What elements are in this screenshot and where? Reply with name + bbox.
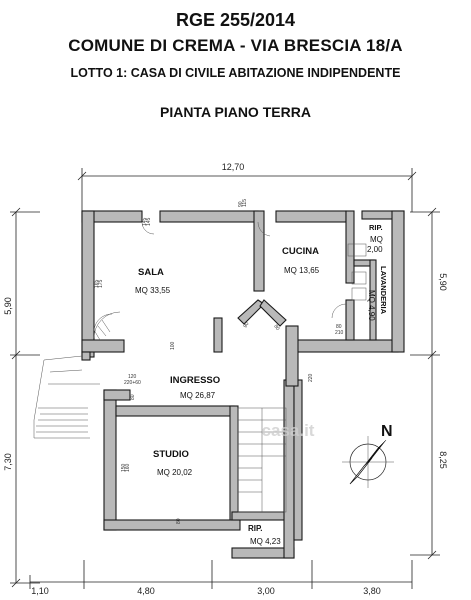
room-sala-area: MQ 33,55 [135, 286, 171, 295]
north-compass: N [342, 423, 394, 488]
room-ingresso-area: MQ 26,87 [180, 391, 216, 400]
dim-left-upper: 5,90 [3, 297, 13, 315]
room-rip-top-name: RIP. [369, 223, 383, 232]
opening-label: 145 [142, 217, 148, 226]
case-reference: RGE 255/2014 [175, 10, 296, 30]
dim-bottom-3: 3,00 [257, 586, 275, 596]
opening-label: 220+60 [124, 380, 141, 386]
opening-label: 80 [336, 324, 342, 330]
opening-label: 120 [128, 374, 137, 380]
dim-right-lower: 8,25 [438, 451, 448, 469]
dim-top-total: 12,70 [222, 162, 245, 172]
room-rip-top-area-label: MQ [370, 235, 383, 244]
room-rip-top-area-value: 2,00 [367, 245, 383, 254]
opening-labels: 145 145 90 115 165 175 90 80 80 210 100 … [94, 199, 344, 524]
watermark: casa.it [262, 421, 315, 440]
opening-label: 165 [94, 279, 100, 288]
fixtures [33, 221, 367, 513]
dim-bottom-1: 1,10 [31, 586, 49, 596]
opening-label: 115 [242, 199, 248, 207]
opening-label: 90 [238, 201, 244, 207]
opening-label: 210 [335, 330, 344, 336]
room-studio-area: MQ 20,02 [157, 468, 193, 477]
dim-bottom-2: 4,80 [137, 586, 155, 596]
room-sala-name: SALA [138, 267, 164, 278]
opening-label: 145 [146, 217, 152, 226]
room-ingresso-name: INGRESSO [170, 375, 220, 386]
room-rip-bottom-name: RIP. [248, 524, 263, 533]
north-label: N [381, 423, 393, 440]
opening-label: 80 [272, 324, 280, 332]
room-cucina-area: MQ 13,65 [284, 266, 320, 275]
walls [81, 210, 405, 559]
room-labels: SALA MQ 33,55 CUCINA MQ 13,65 RIP. MQ 2,… [135, 223, 388, 546]
opening-label: 160 [125, 463, 131, 472]
opening-label: 80 [176, 518, 182, 524]
dimension-labels: 12,70 5,90 7,30 5,90 8,25 1,10 4,80 3,00… [3, 162, 448, 596]
opening-label: 80 [130, 394, 136, 400]
lot-description: LOTTO 1: CASA DI CIVILE ABITAZIONE INDIP… [70, 66, 401, 80]
dim-left-lower: 7,30 [3, 453, 13, 471]
opening-label: 90 [243, 321, 251, 329]
dim-bottom-4: 3,80 [363, 586, 381, 596]
dim-right-upper: 5,90 [438, 273, 448, 291]
opening-label: 100 [170, 341, 176, 350]
room-studio-name: STUDIO [153, 449, 189, 460]
plan-title: PIANTA PIANO TERRA [160, 104, 311, 120]
opening-label: 150 [121, 463, 127, 472]
room-rip-bottom-area: MQ 4,23 [250, 537, 281, 546]
opening-label: 220 [308, 373, 314, 382]
room-lavanderia-area: MQ 4,90 [367, 290, 376, 321]
room-cucina-name: CUCINA [282, 246, 319, 257]
dimension-lines [10, 168, 440, 589]
opening-label: 175 [98, 279, 104, 288]
room-lavanderia-name: LAVANDERIA [379, 266, 388, 315]
location-title: COMUNE DI CREMA - VIA BRESCIA 18/A [68, 36, 403, 55]
